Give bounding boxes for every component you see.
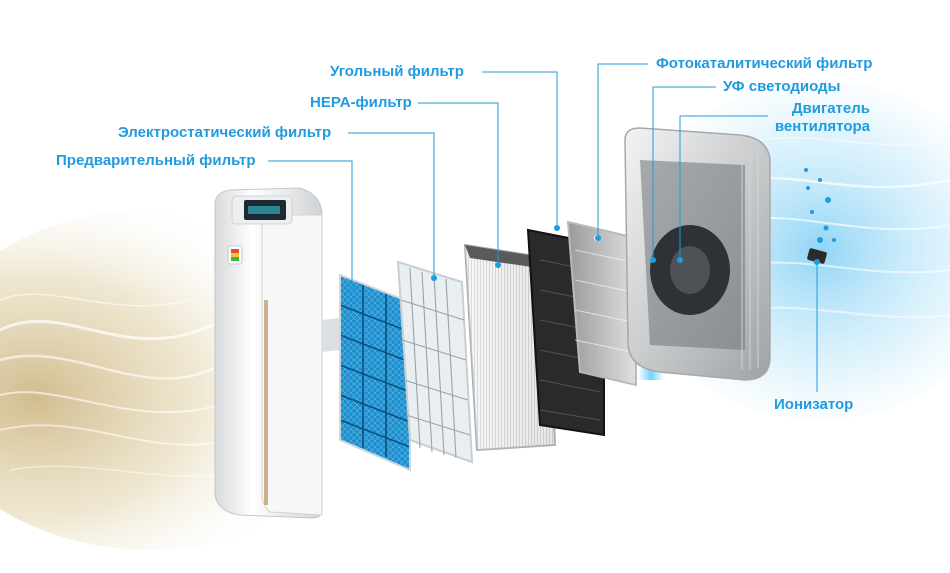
label-fan-motor-line1: Двигатель xyxy=(791,100,870,117)
leader-dots xyxy=(349,225,820,291)
leader-electrostatic xyxy=(348,132,435,278)
label-carbon-filter: Угольный фильтр xyxy=(330,63,464,80)
leader-lines xyxy=(268,63,818,392)
purifier-body xyxy=(214,187,340,519)
incoming-air-flow xyxy=(0,210,380,550)
prefilter-panel xyxy=(339,273,411,472)
leader-hepa xyxy=(418,102,499,265)
leader-prefilter xyxy=(268,160,353,288)
label-prefilter: Предварительный фильтр xyxy=(56,152,256,169)
label-uv-leds: УФ светодиоды xyxy=(723,78,841,95)
fan-motor-housing xyxy=(624,127,771,381)
ionizer-module xyxy=(804,168,836,264)
leader-uv xyxy=(652,86,716,260)
label-fan-motor-line2: вентилятора xyxy=(774,118,870,135)
label-photocatalytic-filter: Фотокаталитический фильтр xyxy=(656,55,873,72)
photocatalytic-filter-panel xyxy=(566,220,637,387)
label-hepa-filter: HEPA-фильтр xyxy=(310,94,412,111)
leader-photocatalytic xyxy=(597,63,648,238)
electrostatic-filter-panel xyxy=(396,260,474,464)
label-ionizer: Ионизатор xyxy=(774,396,854,413)
label-electrostatic-filter: Электростатический фильтр xyxy=(118,124,332,141)
leader-carbon xyxy=(482,71,558,228)
label-fan-motor: Двигатель вентилятора xyxy=(775,100,870,136)
leader-motor xyxy=(679,115,768,260)
